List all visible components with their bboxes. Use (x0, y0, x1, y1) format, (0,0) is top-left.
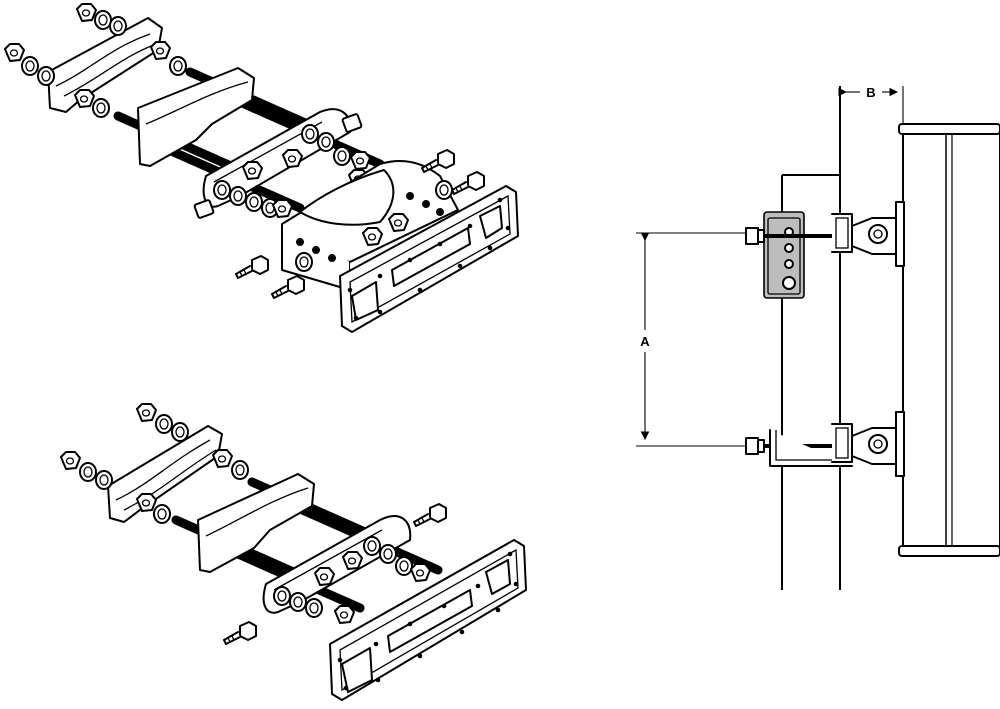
exploded-assembly-top (4, 3, 519, 333)
exploded-assembly-bottom (60, 403, 527, 701)
dimension-b-label: B (866, 85, 875, 100)
installed-side-view: A B (636, 85, 1000, 590)
dimension-a: A (636, 232, 746, 447)
dimension-b: B (838, 85, 899, 100)
dimension-a-label: A (640, 334, 650, 349)
